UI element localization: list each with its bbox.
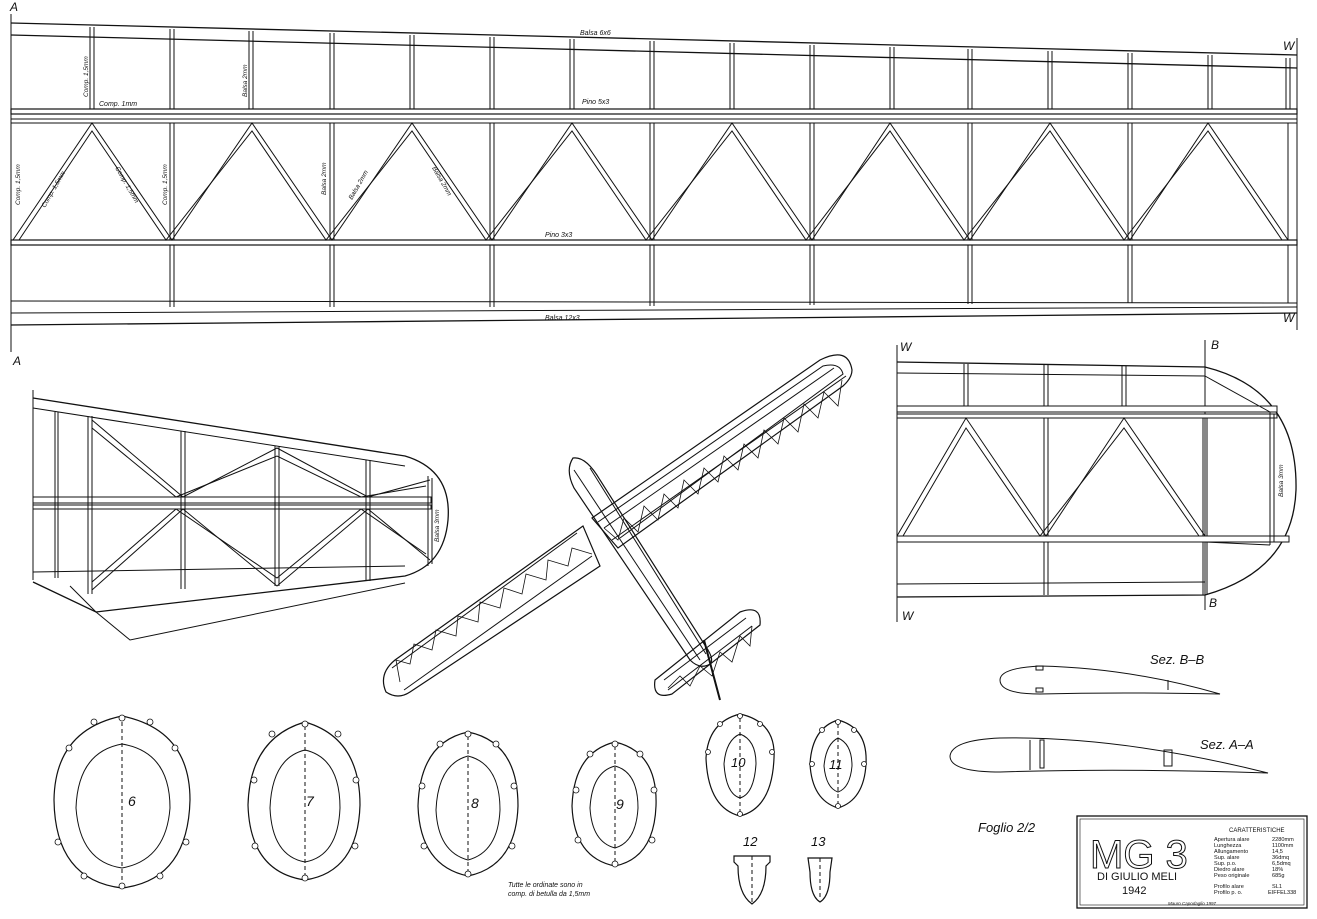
label-balsa-2mm-diag2: Balsa 2mm: [430, 166, 453, 198]
spec-label-3: Sup. alare: [1214, 855, 1240, 861]
former-10-label: 10: [731, 755, 746, 770]
mark-a-top: A: [9, 0, 18, 14]
credit: Mauro Capodaglio 1997: [1168, 901, 1217, 906]
wing-tip-panel: Balsa 3mm: [32, 390, 449, 641]
former-13: 13: [807, 834, 833, 903]
section-bb: Sez. B–B: [999, 652, 1221, 695]
model-name: MG 3: [1090, 833, 1188, 877]
former-9: 9: [571, 741, 657, 867]
former-10: 10: [705, 713, 775, 817]
glider-top-view: [382, 354, 853, 701]
former-11: 11: [809, 719, 867, 809]
spec-value-1: 1100mm: [1272, 843, 1294, 849]
mark-w-bottom: W: [1283, 311, 1296, 325]
label-comp-1-5mm-vert: Comp. 1,5mm: [162, 164, 169, 205]
spec-label-0: Apertura alare: [1214, 837, 1249, 843]
former-12: 12: [733, 834, 771, 905]
mark-w-right-bottom: W: [902, 609, 915, 623]
label-balsa-2mm-diag1: Balsa 2mm: [348, 169, 371, 201]
former-9-label: 9: [616, 796, 624, 812]
wing-center-panel: A A W W: [9, 0, 1298, 368]
spec-value-6: 685g: [1272, 873, 1284, 879]
designer-name: DI GIULIO MELI: [1097, 871, 1177, 883]
wing-outer-panel: W W B B Balsa 3mm: [896, 338, 1297, 623]
label-comp-1-5mm-rib: Comp. 1,5mm: [83, 56, 90, 97]
label-balsa-2mm-vert: Balsa 2mm: [321, 162, 328, 195]
label-balsa-3mm-tip: Balsa 3mm: [434, 509, 441, 542]
former-11-label: 11: [829, 757, 843, 772]
label-balsa-12x3: Balsa 12x3: [545, 315, 580, 322]
spec-label-5: Diedro alare: [1214, 867, 1244, 873]
label-comp-1mm: Comp. 1mm: [99, 101, 137, 108]
fuselage-formers: 6 7 8 9 10 11: [53, 713, 867, 905]
section-aa-label: Sez. A–A: [1200, 737, 1254, 752]
spec-value-5: 18%: [1272, 867, 1283, 873]
label-balsa-2mm-rib: Balsa 2mm: [242, 64, 249, 97]
sheet-number: Foglio 2/2: [978, 820, 1036, 835]
design-year: 1942: [1122, 885, 1146, 897]
title-block: MG 3 DI GIULIO MELI 1942 CARATTERISTICHE…: [1076, 815, 1308, 909]
spec-label-4: Sup. p.o.: [1214, 861, 1237, 867]
label-pino-3x3: Pino 3x3: [545, 232, 572, 239]
spec-label-6: Peso originale: [1214, 873, 1249, 879]
mark-w-top: W: [1283, 39, 1296, 53]
formers-note-line1: Tutte le ordinate sono in: [508, 882, 583, 889]
section-bb-label: Sez. B–B: [1150, 652, 1205, 667]
section-aa: Sez. A–A: [949, 737, 1269, 774]
mark-w-right-top: W: [900, 340, 913, 354]
former-12-label: 12: [743, 834, 758, 849]
label-pino-5x3: Pino 5x3: [582, 99, 609, 106]
spec-label-8: Profilo p. o.: [1214, 890, 1243, 896]
former-8: 8: [417, 731, 519, 877]
former-6-label: 6: [128, 793, 136, 809]
formers-note-line2: comp. di betulla da 1,5mm: [508, 891, 590, 898]
former-7: 7: [247, 721, 361, 881]
label-balsa-3mm-outer: Balsa 3mm: [1278, 464, 1285, 497]
spec-label-7: Profilo alare: [1214, 884, 1244, 890]
label-comp-1-5mm-left: Comp. 1,5mm: [15, 164, 22, 205]
former-7-label: 7: [306, 793, 315, 809]
mark-a-bottom: A: [12, 354, 21, 368]
mark-b-bottom: B: [1209, 596, 1217, 610]
label-comp-1-5mm-diag1: Comp. 1,5mm: [41, 170, 68, 209]
spec-value-0: 2280mm: [1272, 837, 1294, 843]
label-comp-1-5mm-diag2: Comp. 1,5mm: [113, 166, 140, 205]
spec-value-2: 14,5: [1272, 849, 1283, 855]
spec-value-3: 36dmq: [1272, 855, 1289, 861]
mark-b-top: B: [1211, 338, 1219, 352]
spec-label-2: Allungamento: [1214, 849, 1248, 855]
spec-value-8: EIFFEL338: [1268, 890, 1296, 896]
spec-value-7: SL1: [1272, 884, 1282, 890]
former-6: 6: [53, 715, 191, 889]
characteristics-title: CARATTERISTICHE: [1229, 828, 1285, 834]
spec-label-1: Lunghezza: [1214, 843, 1242, 849]
former-13-label: 13: [811, 834, 826, 849]
spec-value-4: 6,5dmq: [1272, 861, 1291, 867]
label-balsa-6x6: Balsa 6x6: [580, 30, 611, 37]
former-8-label: 8: [471, 795, 479, 811]
